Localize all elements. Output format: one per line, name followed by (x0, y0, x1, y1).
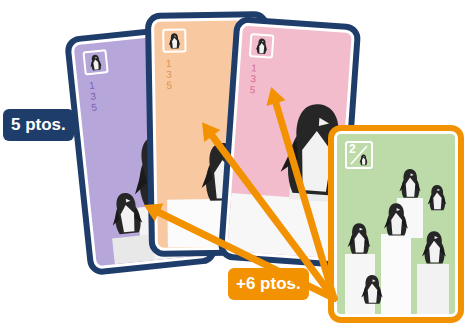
penguin-illustration (227, 25, 351, 258)
card-numbers: 1 3 5 (87, 79, 98, 113)
arrow-line (276, 103, 334, 298)
penguin-illustration (337, 134, 455, 314)
arrow-connector (144, 204, 334, 299)
penguin-illustration (154, 20, 264, 248)
card-icon (249, 33, 275, 59)
arrow-head (144, 204, 164, 222)
arrow-connector (266, 87, 334, 298)
pink-card: 1 3 5 (224, 22, 355, 261)
points-tab: +6 ptos. (228, 268, 309, 300)
arrow-head (202, 122, 220, 142)
card-icon: 2 (345, 141, 373, 169)
arrow-head (266, 87, 285, 106)
arrow-line (212, 136, 334, 298)
orange-card: 1 3 5 (151, 17, 267, 251)
purple-card: 1 3 5 (70, 30, 211, 269)
penguin-icon (251, 35, 272, 56)
arrow-line (159, 212, 334, 298)
card-numbers: 1 3 5 (248, 62, 258, 95)
penguin-illustration (74, 34, 209, 266)
penguin-icon (85, 51, 107, 73)
penguin-icon (164, 30, 184, 50)
green-card: 2 (334, 131, 458, 317)
fraction-symbol (347, 143, 371, 167)
card-icon (162, 28, 186, 52)
card-number: 2 (349, 143, 356, 156)
arrow-connector (202, 122, 334, 298)
card-icon (82, 49, 108, 75)
card-numbers: 1 3 5 (165, 58, 174, 91)
points-tab: 5 ptos. (3, 109, 74, 141)
